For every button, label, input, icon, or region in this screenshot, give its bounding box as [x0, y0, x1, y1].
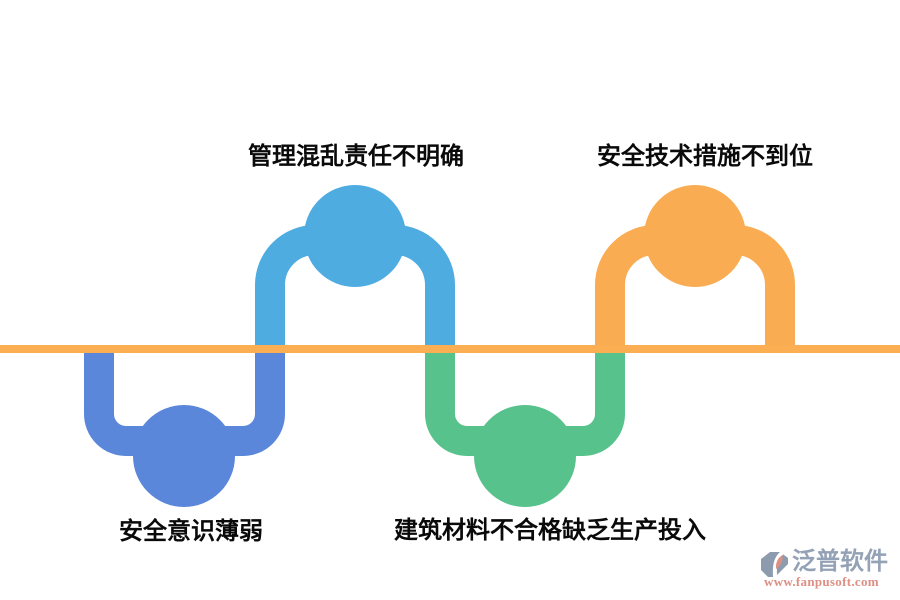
- cause-label-top-left: 管理混乱责任不明确: [248, 143, 464, 170]
- cause-label-top-right: 安全技术措施不到位: [597, 143, 813, 170]
- fanpu-logo-icon: [761, 551, 788, 578]
- node-circle-top-right: [644, 185, 746, 287]
- baseline: [0, 345, 900, 353]
- cause-label-bottom-middle: 建筑材料不合格缺乏生产投入: [394, 517, 706, 544]
- brand-url: www.fanpusoft.com: [764, 574, 879, 589]
- brand-name: 泛普软件: [792, 549, 888, 575]
- node-circle-top-left: [304, 185, 406, 287]
- brand-watermark: 泛普软件 www.fanpusoft.com: [758, 548, 898, 594]
- node-circle-bottom-middle: [474, 405, 576, 507]
- node-circle-bottom-left: [133, 405, 235, 507]
- cause-label-bottom-left: 安全意识薄弱: [119, 518, 263, 545]
